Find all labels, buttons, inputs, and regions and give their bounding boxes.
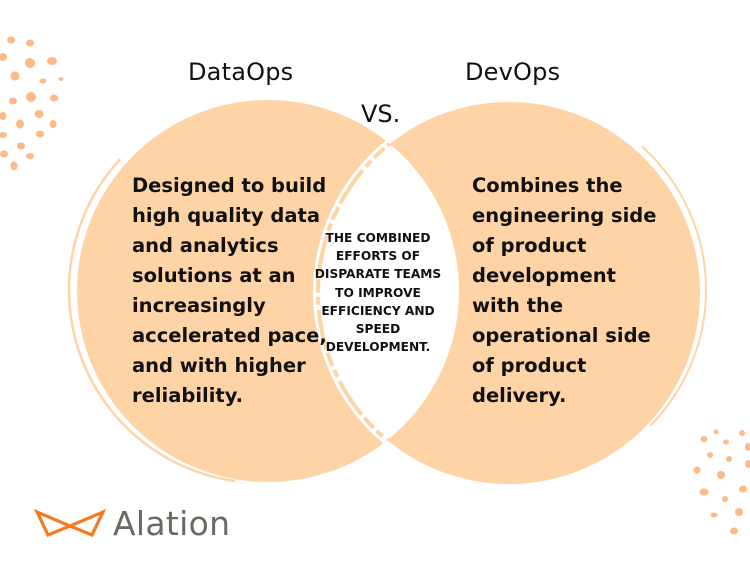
bowtie-logo-icon: [34, 508, 106, 538]
description-line: development: [472, 264, 616, 287]
description-line: and analytics: [132, 234, 279, 257]
overlap-line: DISPARATE TEAMS: [314, 267, 442, 282]
description-line: Designed to build: [132, 174, 327, 197]
description-line: solutions at an: [132, 264, 296, 287]
description-line: of product: [472, 354, 587, 377]
description-line: Combines the: [472, 174, 623, 197]
dot-cluster-top-left: [0, 36, 64, 171]
overlap-line: DEVELOPMENT.: [325, 340, 431, 355]
description-line: with the: [472, 294, 564, 317]
right-circle-outline: [319, 96, 707, 484]
vs-label: VS.: [361, 100, 401, 128]
description-line: of product: [472, 234, 587, 257]
description-line: high quality data: [132, 204, 320, 227]
overlap-lens: [313, 100, 459, 482]
dot-cluster-bottom-right: [693, 429, 750, 535]
devops-title: DevOps: [465, 58, 561, 86]
overlap-line: THE COMBINED: [325, 231, 431, 245]
description-line: accelerated pace,: [132, 324, 327, 347]
description-line: reliability.: [132, 384, 244, 407]
brand-name: Alation: [113, 503, 231, 543]
description-line: and with higher: [132, 354, 306, 377]
left-circle-outline: [67, 95, 457, 485]
description-line: engineering side: [472, 204, 657, 227]
overlap-line: SPEED: [355, 322, 401, 337]
description-line: delivery.: [472, 384, 567, 407]
devops-description: Combines the engineering side of product…: [472, 171, 657, 411]
description-line: operational side: [472, 324, 651, 347]
description-line: increasingly: [132, 294, 266, 317]
alation-logo: Alation: [34, 503, 230, 543]
overlap-line: EFFORTS OF: [335, 249, 421, 264]
overlap-line: EFFICIENCY AND: [321, 303, 435, 318]
overlap-line: TO IMPROVE: [335, 285, 421, 300]
dataops-description: Designed to build high quality data and …: [132, 171, 327, 411]
overlap-description: THE COMBINED EFFORTS OF DISPARATE TEAMS …: [313, 229, 443, 356]
dataops-title: DataOps: [188, 58, 294, 86]
